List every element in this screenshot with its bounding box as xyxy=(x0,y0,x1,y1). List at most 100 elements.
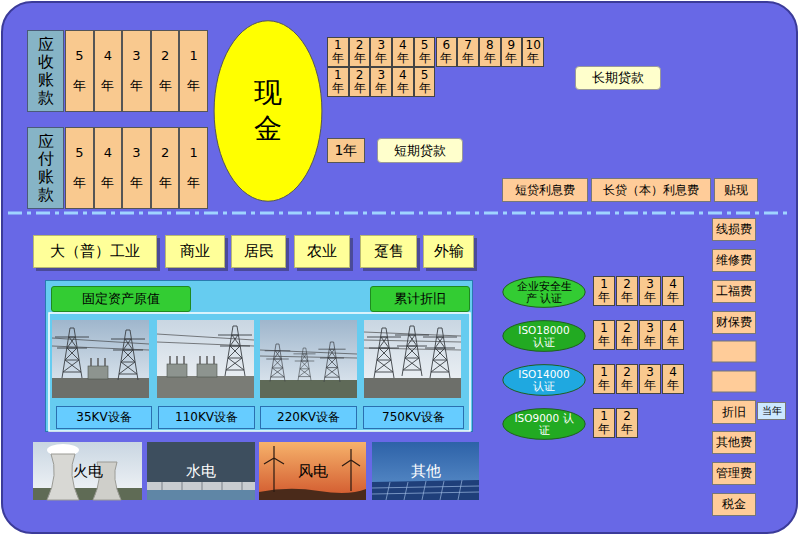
expense-box: 贴现 xyxy=(714,178,758,202)
substation-photo xyxy=(157,320,254,398)
expense-box: 其他费 xyxy=(712,431,756,454)
year-cell: 4 年 xyxy=(392,67,414,97)
year-cell: 5 年 xyxy=(414,67,436,97)
box-text: 财保费 xyxy=(716,314,752,331)
substation-photo xyxy=(364,320,461,398)
box-text: 3 年 xyxy=(375,39,387,65)
box-text: 短期贷款 xyxy=(394,142,446,160)
blank-expense-box xyxy=(712,341,756,362)
hydro-plant-photo-part xyxy=(147,482,255,490)
wind-farm-photo-part xyxy=(259,489,366,500)
solar-farm-photo-part xyxy=(372,480,479,500)
box-text: 5 年 xyxy=(419,69,431,95)
box-text: 2 年 xyxy=(621,366,633,392)
period-cell: 1 年 xyxy=(179,30,208,112)
equipment-label: 110KV设备 xyxy=(158,406,255,429)
box-text: 贴现 xyxy=(724,182,748,199)
year-cell: 10 年 xyxy=(522,37,544,67)
box-text: 110KV设备 xyxy=(175,409,238,426)
account-label: 应付账款 xyxy=(27,127,64,209)
box-text: 外输 xyxy=(434,242,464,261)
box-text: 当年 xyxy=(762,404,782,418)
period-cell: 5 年 xyxy=(65,127,94,209)
box-text: 4 年 xyxy=(397,39,409,65)
box-text: 35KV设备 xyxy=(76,409,131,426)
substation-photo-part xyxy=(52,320,149,398)
year-cell: 3 年 xyxy=(639,320,661,350)
blank-expense-box xyxy=(712,371,756,392)
box-text: 其他费 xyxy=(716,434,752,451)
substation-photo-part xyxy=(218,326,252,376)
box-text: 5 年 xyxy=(419,39,431,65)
box-text: 大（普）工业 xyxy=(50,242,140,261)
wind-farm-photo-part xyxy=(259,442,366,500)
substation-photo-part xyxy=(157,376,254,398)
market-tag: 大（普）工业 xyxy=(33,235,157,268)
box-text: 工福费 xyxy=(716,283,752,300)
period-cell: 3 年 xyxy=(122,30,151,112)
hydro-plant-photo-part xyxy=(147,490,255,500)
hydro-plant-photo xyxy=(147,442,255,500)
market-tag: 外输 xyxy=(423,235,474,268)
box-text: 5 年 xyxy=(73,138,86,198)
year-cell: 3 年 xyxy=(370,37,392,67)
box-text: 居民 xyxy=(244,242,274,261)
box-text: 2 年 xyxy=(354,39,366,65)
box-text: 税金 xyxy=(722,496,746,513)
year-cell: 2 年 xyxy=(616,276,638,306)
substation-photo-part xyxy=(52,378,149,398)
box-text: 维修费 xyxy=(716,252,752,269)
wind-farm-photo-part xyxy=(342,449,360,491)
period-cell: 2 年 xyxy=(151,127,180,209)
period-cell: 5 年 xyxy=(65,30,94,112)
expense-box: 税金 xyxy=(712,493,756,516)
box-text: 4 年 xyxy=(667,366,679,392)
period-cell: 1 年 xyxy=(179,127,208,209)
substation-photo-part xyxy=(167,356,187,377)
box-text: 商业 xyxy=(180,242,210,261)
year-cell: 4 年 xyxy=(662,320,684,350)
substation-photo-part xyxy=(260,320,357,398)
box-text: 长期贷款 xyxy=(592,69,644,87)
year-cell: 1 年 xyxy=(593,276,615,306)
substation-photo-part xyxy=(395,326,429,376)
year-cell: 2 年 xyxy=(349,67,371,97)
year-cell: 2 年 xyxy=(616,364,638,394)
box-text: 10 年 xyxy=(526,39,541,65)
box-text: 1 年 xyxy=(332,39,344,65)
box-text: 3 年 xyxy=(130,41,143,101)
box-text: 1年 xyxy=(335,142,358,160)
box-text: 7 年 xyxy=(462,39,474,65)
ellipse-shape xyxy=(503,365,585,396)
substation-photo-part xyxy=(197,356,217,377)
substation-photo-part xyxy=(157,320,254,398)
box-text: 应付账款 xyxy=(38,133,54,203)
year-cell: 3 年 xyxy=(639,276,661,306)
box-text: 长贷（本）利息费 xyxy=(603,182,699,199)
loan-label: 短期贷款 xyxy=(377,138,463,163)
year-cell: 1 年 xyxy=(327,37,349,67)
loan-label: 长期贷款 xyxy=(575,66,661,90)
substation-photo-part xyxy=(367,328,401,378)
market-tag: 商业 xyxy=(165,235,225,268)
box-text: 折旧 xyxy=(722,404,746,421)
year-cell: 2 年 xyxy=(349,37,371,67)
box-text: 4 年 xyxy=(667,322,679,348)
box-text: 水电 xyxy=(186,462,216,481)
cash-ellipse: 现金 xyxy=(213,17,323,205)
year-cell: 4 年 xyxy=(392,37,414,67)
substation-photo-part xyxy=(55,328,89,378)
market-tag: 农业 xyxy=(294,235,350,268)
expense-box: 长贷（本）利息费 xyxy=(591,178,711,202)
period-cell: 2 年 xyxy=(151,30,180,112)
expense-box: 管理费 xyxy=(712,462,756,485)
substation-photo xyxy=(260,320,357,398)
equipment-label: 220KV设备 xyxy=(260,406,357,429)
wind-farm-photo xyxy=(259,442,366,500)
box-text: 其他 xyxy=(411,462,441,481)
year-cell: 2 年 xyxy=(616,320,638,350)
year-cell: 1 年 xyxy=(593,320,615,350)
substation-photo-part xyxy=(423,328,457,378)
box-text: 3 年 xyxy=(644,366,656,392)
